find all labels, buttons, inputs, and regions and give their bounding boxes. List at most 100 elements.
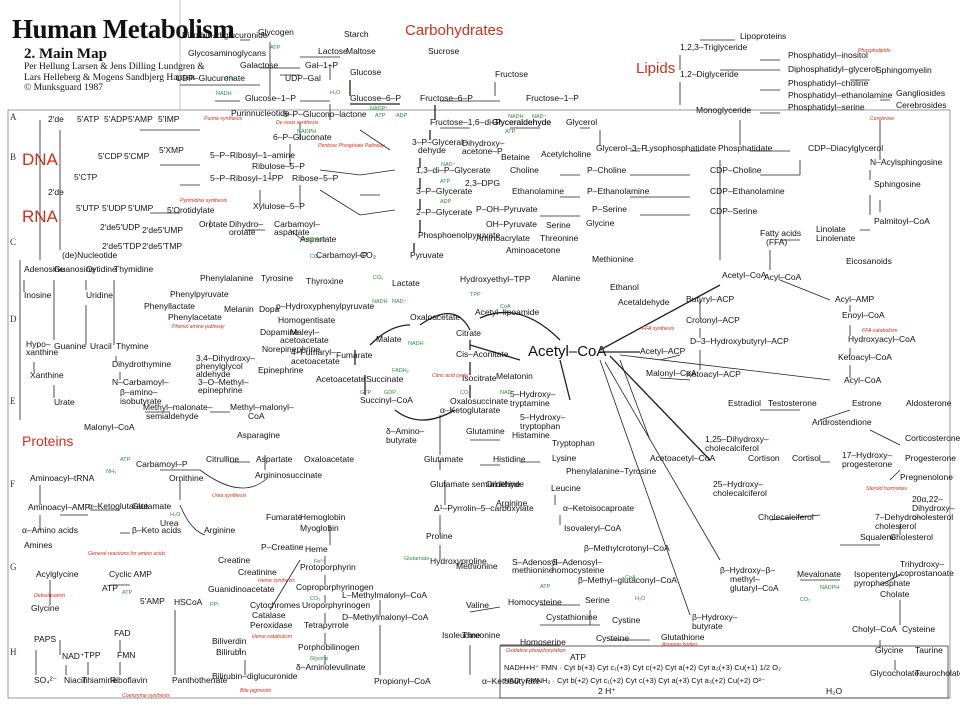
- metabolite-label: Carbamoyl–P: [316, 250, 368, 260]
- metabolite-label: Maltose: [346, 46, 376, 56]
- metabolite-label: 5'Orotidylate: [167, 205, 215, 215]
- pathway-note: Phospholipids: [858, 48, 891, 54]
- metabolite-label: Isoleucine: [442, 630, 481, 640]
- map-subtitle: 2. Main Map: [24, 46, 107, 62]
- metabolite-label: 2'de5'TDP: [102, 241, 141, 251]
- metabolite-label: Aspartate: [300, 234, 337, 244]
- metabolite-label: P–Serine: [592, 204, 627, 214]
- map-title: Human Metabolism: [12, 14, 235, 44]
- metabolite-label: Glycogen: [258, 27, 294, 37]
- metabolite-label: Aminoacrylate: [476, 233, 530, 243]
- metabolite-label: Propionyl–CoA: [374, 676, 431, 686]
- metabolite-label: Monoglyceride: [696, 105, 752, 115]
- metabolite-label: P–Ethanolamine: [587, 186, 650, 196]
- metabolite-label: 1,2–Diglyceride: [680, 69, 739, 79]
- cofactor-label: ATP: [375, 113, 386, 119]
- metabolite-label: 2'de5'UDP: [100, 222, 140, 232]
- cofactor-label: NAD⁺: [500, 389, 515, 396]
- metabolite-label: β–Hydroxy–β–: [720, 565, 775, 575]
- metabolite-label: 5'UDP: [102, 203, 127, 213]
- metabolite-label: Homocysteine: [508, 597, 562, 607]
- cofactor-label: ATP: [122, 590, 133, 596]
- pentose-links: [259, 104, 396, 216]
- metabolite-label: β–Hydroxy–: [692, 612, 738, 622]
- metabolite-label: 5'UTP: [76, 203, 100, 213]
- metabolite-label: CoA: [248, 411, 265, 421]
- metabolite-label: isobutyrate: [120, 396, 162, 406]
- metabolite-label: Glycine: [586, 218, 615, 228]
- pathway-note: De novo synthesis: [276, 120, 319, 126]
- metabolite-label: Ribulose–5–P: [252, 161, 305, 171]
- metabolite-label: Histamine: [512, 430, 550, 440]
- metabolite-label: Oxaloacetate: [410, 312, 460, 322]
- cofactor-label: ADP: [396, 113, 408, 119]
- metabolite-label: Aldosterone: [906, 398, 952, 408]
- metabolite-label: Phenylacetate: [168, 312, 222, 322]
- metabolite-label: Ornithine: [486, 479, 521, 489]
- cofactor-label: NAD⁺: [441, 161, 456, 168]
- metabolite-label: Ketoacyl–ACP: [686, 369, 741, 379]
- metabolite-label: Porphobilinogen: [298, 642, 360, 652]
- pathway-note: Heme catabolism: [252, 634, 293, 640]
- metabolite-label: Malonyl–CoA: [646, 368, 697, 378]
- metabolite-label: FAD: [114, 628, 131, 638]
- metabolite-label: Xanthine: [30, 370, 64, 380]
- map-frame: [7, 109, 951, 699]
- pathway-note: Coenzyme synthesis: [122, 693, 170, 699]
- carb-upper-links: [180, 39, 340, 102]
- metabolite-label: Hemoglobin: [300, 512, 346, 522]
- metabolite-label: Dopamine: [260, 327, 299, 337]
- metabolite-label: acetoacetate: [280, 335, 329, 345]
- metabolite-label: Glycerol–3–P: [596, 143, 647, 153]
- metabolite-label: butyrate: [692, 621, 723, 631]
- metabolite-label: Asparagine: [237, 430, 280, 440]
- metabolite-label: tryptophan: [520, 421, 560, 431]
- metabolite-label: Fumarate: [336, 350, 373, 360]
- cofactor-label: CO₂: [310, 596, 320, 602]
- metabolite-label: Aspartate: [256, 454, 293, 464]
- metabolite-label: Testosterone: [768, 398, 817, 408]
- metabolite-label: Phosphatidyl–inositol: [788, 50, 868, 60]
- metabolite-label: Coproporphyrinogen: [296, 582, 374, 592]
- metabolite-label: Butyryl–ACP: [686, 294, 735, 304]
- cofactor-label: NADH: [508, 114, 524, 120]
- metabolite-label: Acyl–CoA: [844, 375, 882, 385]
- acetyl-coa-long-links: [599, 354, 831, 616]
- metabolite-label: Cholesterol: [890, 532, 933, 542]
- metabolite-label: Thiamine: [82, 675, 117, 685]
- cofactor-label: Fe²⁺: [314, 558, 325, 565]
- metabolite-label: Acetoacetyl–CoA: [650, 453, 716, 463]
- metabolite-label: Thyroxine: [306, 276, 344, 286]
- fatty-acid-cycles: [659, 200, 881, 381]
- metabolite-label: Glutamate semialdehyde: [430, 479, 524, 489]
- metabolite-label: 6–P–Glucono–lactone: [283, 109, 367, 119]
- metabolite-label: Sphingomyelin: [876, 65, 932, 75]
- metabolite-label: Androstendione: [812, 417, 872, 427]
- oxphos-box: [499, 645, 949, 699]
- metabolite-label: 5'CTP: [74, 172, 98, 182]
- metabolite-label: p–Hydroxyphenylpyruvate: [276, 301, 375, 311]
- metabolite-label: PAPS: [34, 634, 56, 644]
- pathway-note: Heme synthesis: [258, 578, 295, 584]
- metabolite-label: Corticosterone: [905, 433, 960, 443]
- metabolite-label: xanthine: [26, 347, 58, 357]
- metabolite-label: Guanidinoacetate: [208, 584, 275, 594]
- metabolite-label: NAD⁺: [62, 651, 85, 661]
- metabolite-label: 2,3–DPG: [465, 178, 500, 188]
- metabolite-label: Enoyl–CoA: [842, 310, 885, 320]
- cofactor-label: NADPH: [297, 129, 316, 135]
- metabolite-label: Guanosine: [54, 264, 95, 274]
- metabolite-label: Acetyl–CoA: [722, 270, 767, 280]
- amino-acid-links: [439, 415, 561, 560]
- metabolite-label: β–Methyl–glutaconyl–CoA: [578, 575, 677, 585]
- cofactor-label: CoA: [625, 575, 636, 581]
- metabolite-label: Fructose–1–P: [526, 93, 579, 103]
- metabolite-label: Cytochromes: [250, 600, 300, 610]
- metabolite-label: Taurocholate: [915, 668, 960, 678]
- metabolite-label: Estrone: [852, 398, 882, 408]
- cofactor-label: NH₃: [106, 469, 116, 475]
- pathway-note: Oxidative phosphorylation: [506, 648, 566, 654]
- cofactor-label: CO₂: [373, 275, 383, 281]
- metabolite-label: cholesterol: [912, 512, 953, 522]
